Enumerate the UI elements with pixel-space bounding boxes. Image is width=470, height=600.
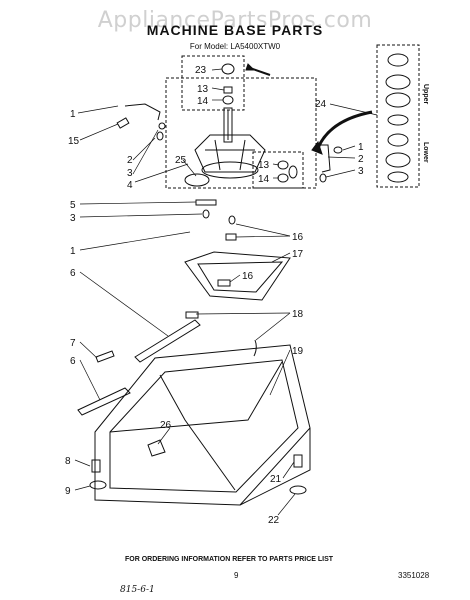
callout-21: 21 — [270, 474, 282, 485]
callout-13b: 13 — [258, 160, 270, 171]
part-14-top — [222, 95, 234, 105]
callout-1a: 1 — [70, 109, 76, 120]
callout-4: 4 — [127, 180, 133, 191]
reference-code: 3351028 — [398, 571, 430, 580]
diagram-subtitle: For Model: LA5400XTW0 — [189, 42, 281, 51]
transmission-top-box — [181, 55, 245, 111]
callout-3a: 3 — [127, 168, 133, 179]
callout-15: 15 — [68, 136, 80, 147]
diagram-title: MACHINE BASE PARTS — [146, 22, 324, 38]
curved-arrow — [316, 110, 373, 149]
callout-1c: 1 — [70, 246, 76, 257]
bearing-box — [252, 151, 304, 189]
callout-3b: 3 — [358, 166, 364, 177]
part-23 — [221, 63, 235, 75]
callout-14b: 14 — [258, 174, 270, 185]
ordering-note: FOR ORDERING INFORMATION REFER TO PARTS … — [125, 556, 334, 563]
callout-13a: 13 — [197, 84, 209, 95]
callout-3c: 3 — [70, 213, 76, 224]
callout-9: 9 — [65, 486, 71, 497]
callout-5: 5 — [70, 200, 76, 211]
callout-6a: 6 — [70, 268, 76, 279]
callout-26: 26 — [160, 420, 172, 431]
callout-17: 17 — [292, 249, 304, 260]
callout-14a: 14 — [197, 96, 209, 107]
callout-16a: 16 — [292, 232, 304, 243]
callout-8: 8 — [65, 456, 71, 467]
handwritten-note: 815-6-1 — [120, 585, 155, 595]
side-label-lower: Lower — [422, 142, 429, 163]
callout-25: 25 — [175, 155, 187, 166]
part-25-ring — [184, 173, 210, 187]
callout-18: 18 — [292, 309, 304, 320]
callout-7: 7 — [70, 338, 76, 349]
callout-6b: 6 — [70, 356, 76, 367]
page-number: 9 — [234, 571, 239, 580]
callout-2a: 2 — [127, 155, 133, 166]
side-label-upper: Upper — [422, 84, 429, 105]
bearing-kit-box — [376, 44, 420, 188]
callout-1b: 1 — [358, 142, 364, 153]
transmission-body — [194, 134, 266, 173]
tub-support — [184, 251, 291, 301]
callout-22: 22 — [268, 515, 280, 526]
callout-24: 24 — [315, 99, 327, 110]
brace-6-lower — [77, 387, 131, 416]
transmission-box — [165, 77, 317, 189]
callout-16b: 16 — [242, 271, 254, 282]
part-13-top — [223, 86, 233, 94]
bracket-right — [318, 144, 331, 173]
bracket-left — [124, 103, 161, 121]
brace-6-upper — [134, 319, 201, 363]
callout-19: 19 — [292, 346, 304, 357]
callout-23: 23 — [195, 65, 207, 76]
callout-2b: 2 — [358, 154, 364, 165]
watermark: AppliancePartsPros.com — [97, 8, 373, 33]
